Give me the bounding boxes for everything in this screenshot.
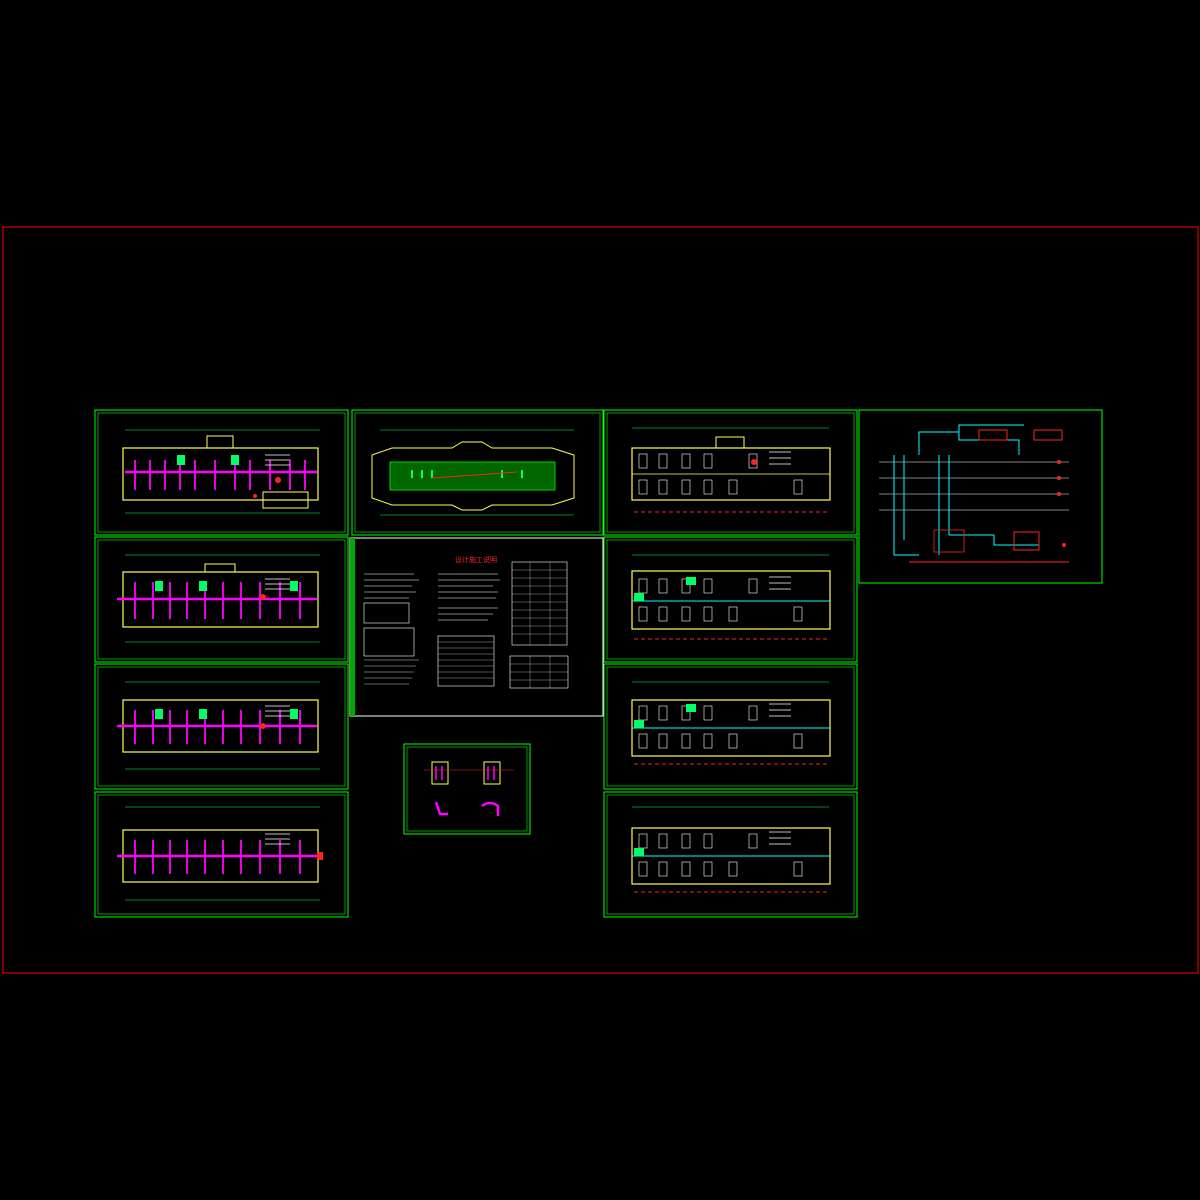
ac-plan-floor-3[interactable] [603, 663, 858, 790]
design-notes[interactable]: 设计施工说明 [349, 537, 604, 717]
heating-plan-floor-1[interactable] [94, 409, 349, 536]
system-diagram[interactable] [858, 409, 1103, 584]
ac-plan-floor-2[interactable] [603, 536, 858, 663]
ac-plan-floor-4[interactable] [603, 791, 858, 918]
detail-drawing[interactable] [403, 743, 531, 835]
heating-plan-floor-3[interactable] [94, 663, 349, 790]
heating-plan-floor-2[interactable] [94, 536, 349, 663]
roof-plan[interactable] [351, 409, 604, 536]
ac-plan-floor-1[interactable] [603, 409, 858, 536]
heating-plan-floor-4[interactable] [94, 791, 349, 918]
sheet-border [2, 226, 1199, 974]
notes-title: 设计施工说明 [455, 555, 497, 564]
